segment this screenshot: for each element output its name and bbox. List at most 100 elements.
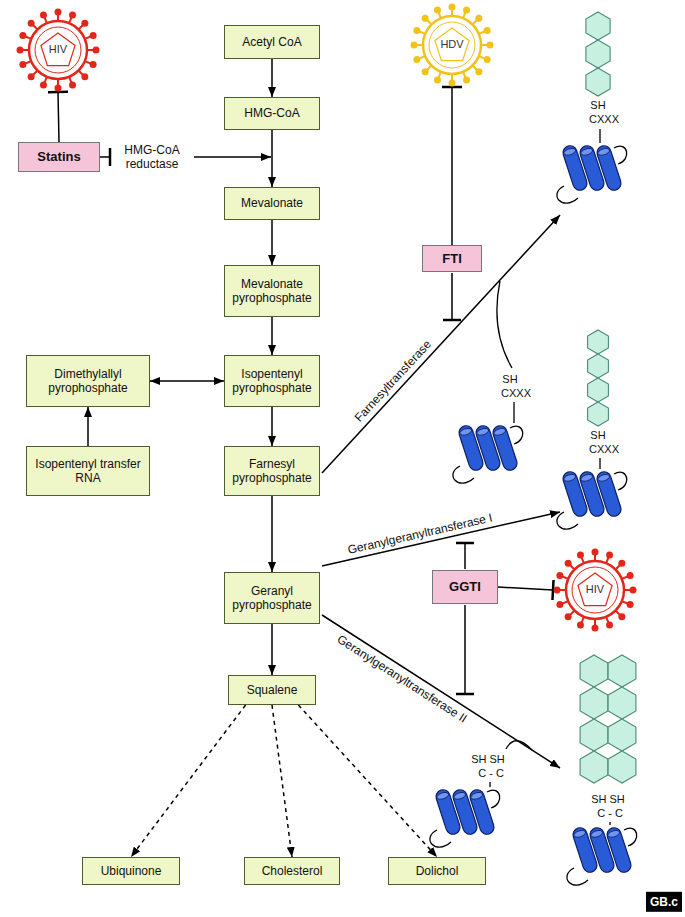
prenylation-arrow (322, 512, 560, 566)
pathway-arrow (271, 496, 273, 572)
node-text: Squalene (247, 683, 298, 697)
metabolite-box: Geranyl pyrophosphate (224, 572, 320, 624)
pathway-arrow (271, 624, 273, 675)
prenylation-arrow (322, 615, 560, 768)
virus-icon: HIV (553, 548, 637, 632)
isoprenoid-ring (588, 378, 609, 402)
pathway-arrow (298, 705, 437, 857)
pathway-arrow (131, 705, 246, 857)
protein-illustrations (430, 12, 637, 885)
motif-label: CXXX (589, 443, 619, 456)
thiol-label: SH (502, 373, 517, 386)
thiol-label: SH SH (591, 793, 625, 806)
isoprenoid-ring (580, 751, 608, 783)
inhibition-connector (451, 87, 453, 245)
thiol-label: SH SH (471, 753, 505, 766)
pathway-arrow (150, 380, 224, 382)
pathway-arrow (271, 407, 273, 446)
isoprenoid-ring (608, 687, 636, 719)
metabolite-box: Mevalonate (224, 187, 320, 220)
inhibition-line (464, 605, 466, 694)
metabolite-box: Isopentenyl transfer RNA (26, 446, 150, 496)
enzyme-label: Geranylgeranyltransferase I (346, 511, 494, 558)
inhibition-bar (443, 319, 461, 322)
isoprenoid-ring (580, 687, 608, 719)
isoprenoid-ring (608, 751, 636, 783)
pathway-arrow (271, 220, 273, 265)
tether-line (513, 402, 514, 423)
tether-line (599, 129, 600, 143)
drug-box: FTI (422, 245, 482, 272)
virus-icon: HIV (16, 8, 100, 92)
node-text: Statins (37, 149, 80, 165)
product-box: Ubiquinone (82, 857, 180, 885)
isoprenoid-ring (608, 719, 636, 751)
isoprenoid-ring (588, 330, 609, 354)
pathway-arrow (272, 705, 292, 857)
enzyme-label: Geranylgeranyltransferase II (334, 632, 469, 726)
inhibition-bar (109, 148, 112, 166)
pathway-arrow (271, 59, 273, 97)
inhibition-bar (456, 693, 474, 696)
tether-line (599, 458, 600, 469)
isoprenoid-ring (580, 719, 608, 751)
motif-label: C - C (597, 807, 623, 820)
drug-box: Statins (18, 142, 100, 172)
node-text: HIV (49, 43, 67, 56)
inhibition-connector (58, 92, 59, 142)
isoprenoid-ring (608, 655, 636, 687)
motif-label: CXXX (589, 113, 619, 126)
inhibition-line (464, 543, 466, 569)
enzyme-arrow (194, 156, 271, 158)
isoprenoid-ring (588, 402, 609, 426)
thiol-label: SH (590, 99, 605, 112)
node-text: Geranyl pyrophosphate (230, 584, 314, 613)
pathway-arrow (271, 130, 273, 187)
isoprenoid-ring (588, 354, 609, 378)
node-text: Ubiquinone (101, 864, 162, 878)
node-text: HDV (440, 38, 463, 51)
node-text: Isopentenyl transfer RNA (32, 457, 144, 486)
enzyme-label: HMG-CoA reductase (113, 143, 191, 172)
isoprenoid-ring (586, 40, 610, 68)
pathway-arrow (87, 407, 89, 446)
isoprenoid-ring (580, 655, 608, 687)
node-text: Dolichol (416, 864, 459, 878)
inhibition-line (451, 273, 453, 320)
protein-icon (557, 144, 627, 203)
tether-line (609, 822, 610, 825)
isoprenoid-ring (586, 68, 610, 96)
virus-icon: HDV (410, 3, 494, 87)
node-text: Isopentenyl pyrophosphate (230, 367, 314, 396)
protein-icon (430, 788, 500, 847)
prenylation-arrow (322, 215, 560, 473)
metabolite-box: Squalene (228, 675, 316, 705)
metabolite-box: HMG-CoA (224, 97, 320, 130)
inhibition-bar (456, 542, 474, 545)
inhibition-line (100, 156, 110, 158)
substrate-curve (506, 741, 532, 750)
protein-icon (567, 826, 637, 885)
protein-icon (453, 424, 523, 483)
motif-label: C - C (478, 767, 504, 780)
product-box: Cholesterol (244, 857, 340, 885)
node-text: Acetyl CoA (242, 35, 301, 49)
node-text: Mevalonate pyrophosphate (230, 277, 314, 306)
node-text: FTI (442, 251, 462, 267)
watermark: GB.c (646, 892, 682, 912)
enzyme-label: Farnesyltransferase (352, 337, 434, 425)
substrate-curve (497, 281, 512, 368)
motif-label: CXXX (501, 387, 531, 400)
metabolite-box: Acetyl CoA (224, 25, 320, 59)
node-text: Mevalonate (241, 196, 303, 210)
node-text: Cholesterol (262, 864, 323, 878)
node-text: GGTI (449, 579, 481, 595)
tether-line (489, 782, 490, 787)
pathway-arrow (271, 317, 273, 355)
thiol-label: SH (590, 429, 605, 442)
product-box: Dolichol (388, 857, 486, 885)
node-text: Farnesyl pyrophosphate (230, 457, 314, 486)
